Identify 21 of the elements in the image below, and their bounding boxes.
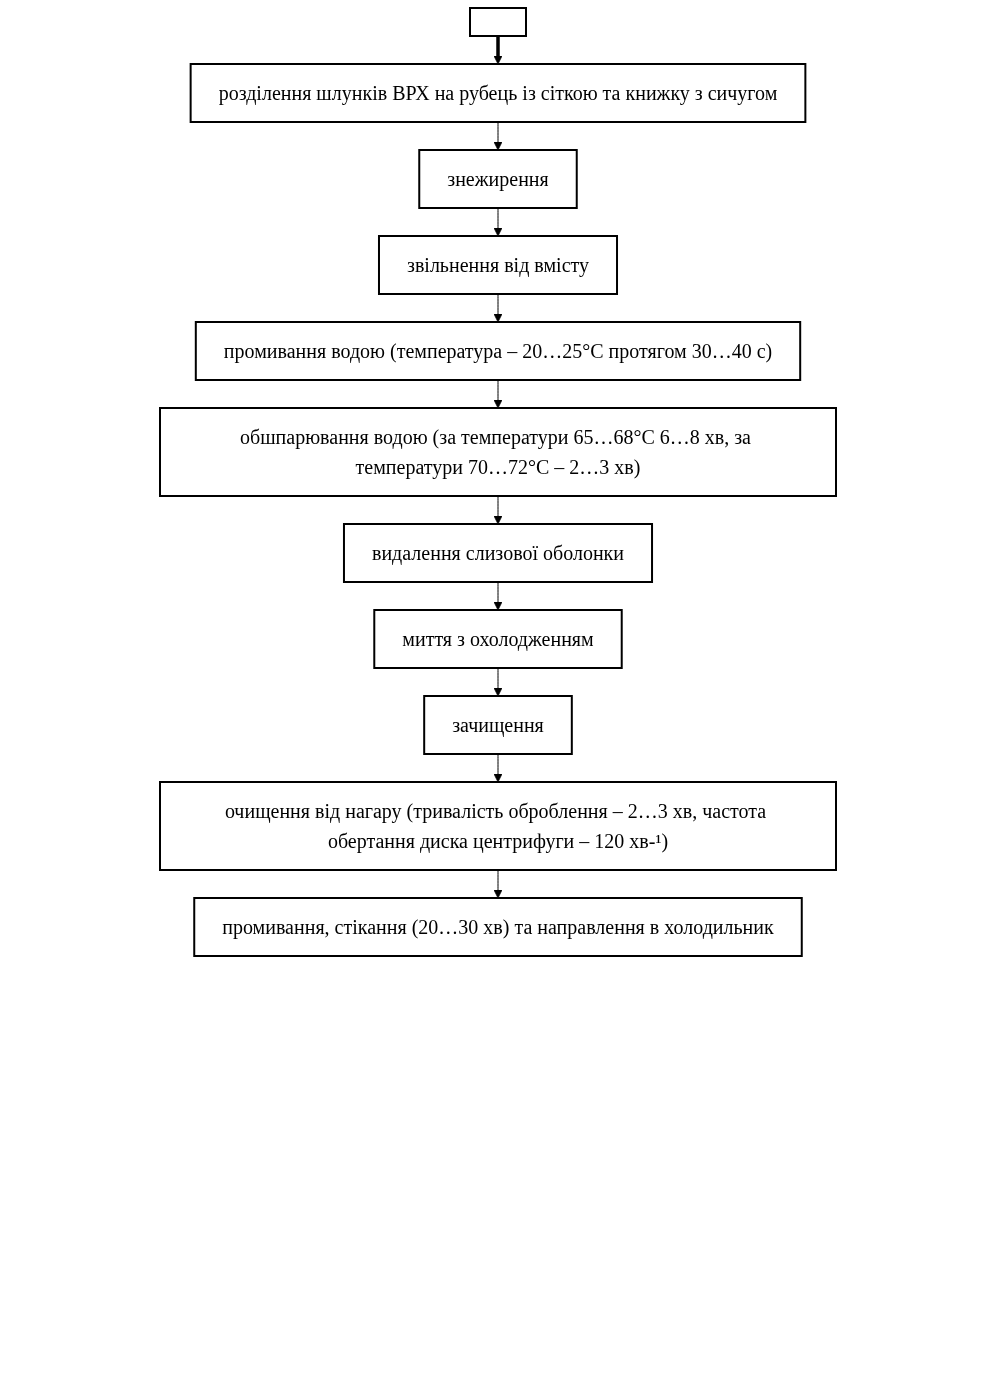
node-box: видалення слизової оболонки bbox=[342, 523, 654, 583]
node-box: миття з охолодженням bbox=[373, 609, 623, 669]
node-box: очищення від нагару (тривалість оброблення – 2…3 хв, частота обертання диска центрифуги – 120 хв-¹) bbox=[159, 781, 837, 871]
arrow bbox=[493, 581, 503, 611]
node-box: знежирення bbox=[418, 149, 578, 209]
arrow bbox=[493, 36, 503, 65]
node-box bbox=[469, 7, 527, 37]
arrow bbox=[493, 293, 503, 323]
node-box: промивання водою (температура – 20…25°С протягом 30…40 с) bbox=[194, 321, 802, 381]
arrow bbox=[493, 379, 503, 409]
node-box: зачищення bbox=[423, 695, 573, 755]
arrow bbox=[493, 667, 503, 697]
node-box: обшпарювання водою (за температури 65…68°С 6…8 хв, за температури 70…72°С – 2…3 хв) bbox=[159, 407, 837, 497]
arrow bbox=[493, 495, 503, 525]
arrow bbox=[493, 753, 503, 783]
arrow bbox=[493, 207, 503, 237]
node-box: звільнення від вмісту bbox=[378, 235, 618, 295]
arrow bbox=[493, 121, 503, 151]
node-box: розділення шлунків ВРХ на рубець із сіткою та книжку з сичугом bbox=[189, 63, 807, 123]
node-box: промивання, стікання (20…30 хв) та направлення в холодильник bbox=[193, 897, 803, 957]
arrow bbox=[493, 869, 503, 899]
